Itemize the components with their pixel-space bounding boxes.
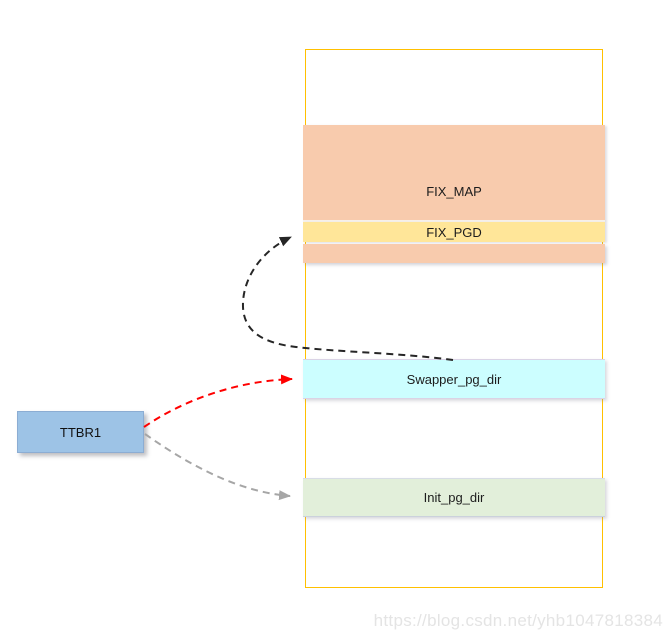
region-fix-map: FIX_MAP — [303, 125, 605, 222]
ttbr1-register-label: TTBR1 — [59, 424, 102, 440]
region-fix-pgd-label: FIX_PGD — [426, 224, 482, 240]
arrow-ttbr1-to-swapper — [143, 374, 293, 428]
region-fix-map-lower-strip — [303, 244, 605, 263]
region-fix-map-label: FIX_MAP — [426, 184, 482, 199]
region-swapper-pg-dir: Swapper_pg_dir — [303, 359, 605, 399]
region-swapper-pg-dir-label: Swapper_pg_dir — [406, 371, 502, 387]
region-init-pg-dir-label: Init_pg_dir — [423, 490, 485, 505]
region-fix-pgd: FIX_PGD — [303, 222, 605, 242]
watermark-text: https://blog.csdn.net/yhb1047818384 — [373, 611, 663, 630]
ttbr1-register-box: TTBR1 — [17, 411, 144, 453]
arrow-ttbr1-to-init — [144, 433, 291, 501]
region-init-pg-dir: Init_pg_dir — [303, 478, 605, 517]
